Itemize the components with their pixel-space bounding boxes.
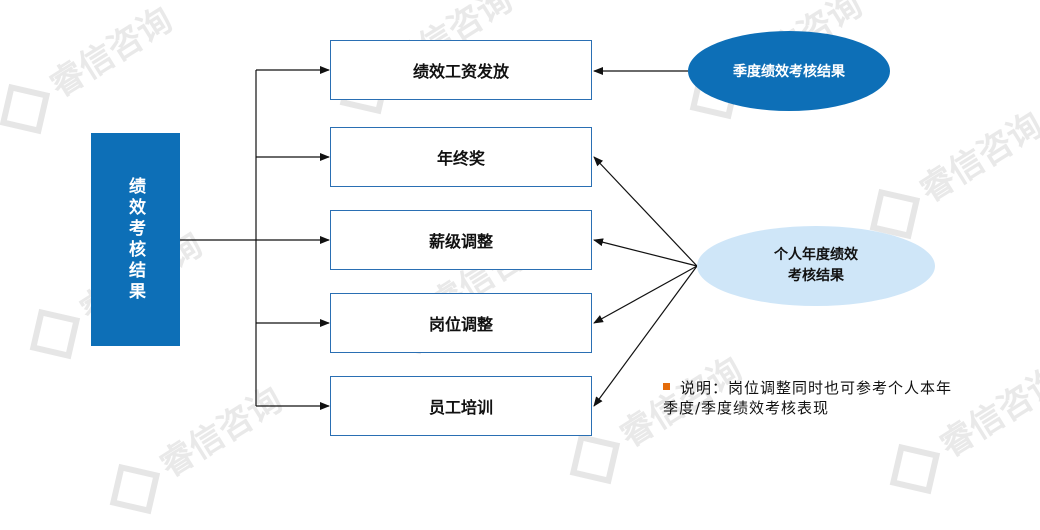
output-box-pay-grade: 薪级调整: [330, 210, 592, 270]
quarterly-result-label: 季度绩效考核结果: [733, 64, 845, 80]
annual-result-label-line1: 个人年度绩效: [774, 247, 858, 263]
output-label: 员工培训: [428, 398, 493, 417]
connector-lines: [180, 66, 698, 410]
note-text: 说明：岗位调整同时也可参考个人本年季度/季度绩效考核表现: [663, 379, 953, 417]
output-label: 薪级调整: [428, 232, 493, 251]
output-box-position: 岗位调整: [330, 293, 592, 353]
performance-result-label: 绩效考核结果: [125, 176, 145, 303]
output-box-salary: 绩效工资发放: [330, 40, 592, 100]
output-label: 年终奖: [436, 149, 485, 168]
performance-result-block: 绩效考核结果: [91, 133, 180, 346]
watermark-logo-icon: [109, 463, 160, 514]
quarterly-result-ellipse: 季度绩效考核结果: [688, 31, 890, 111]
output-label: 岗位调整: [428, 315, 493, 334]
annual-result-ellipse: 个人年度绩效 考核结果: [697, 226, 935, 306]
output-label: 绩效工资发放: [412, 62, 509, 81]
bullet-icon: [663, 383, 670, 390]
note: 说明：岗位调整同时也可参考个人本年季度/季度绩效考核表现: [663, 378, 953, 418]
output-box-year-end-bonus: 年终奖: [330, 127, 592, 187]
annual-result-label-line2: 考核结果: [788, 268, 844, 284]
output-box-training: 员工培训: [330, 376, 592, 436]
